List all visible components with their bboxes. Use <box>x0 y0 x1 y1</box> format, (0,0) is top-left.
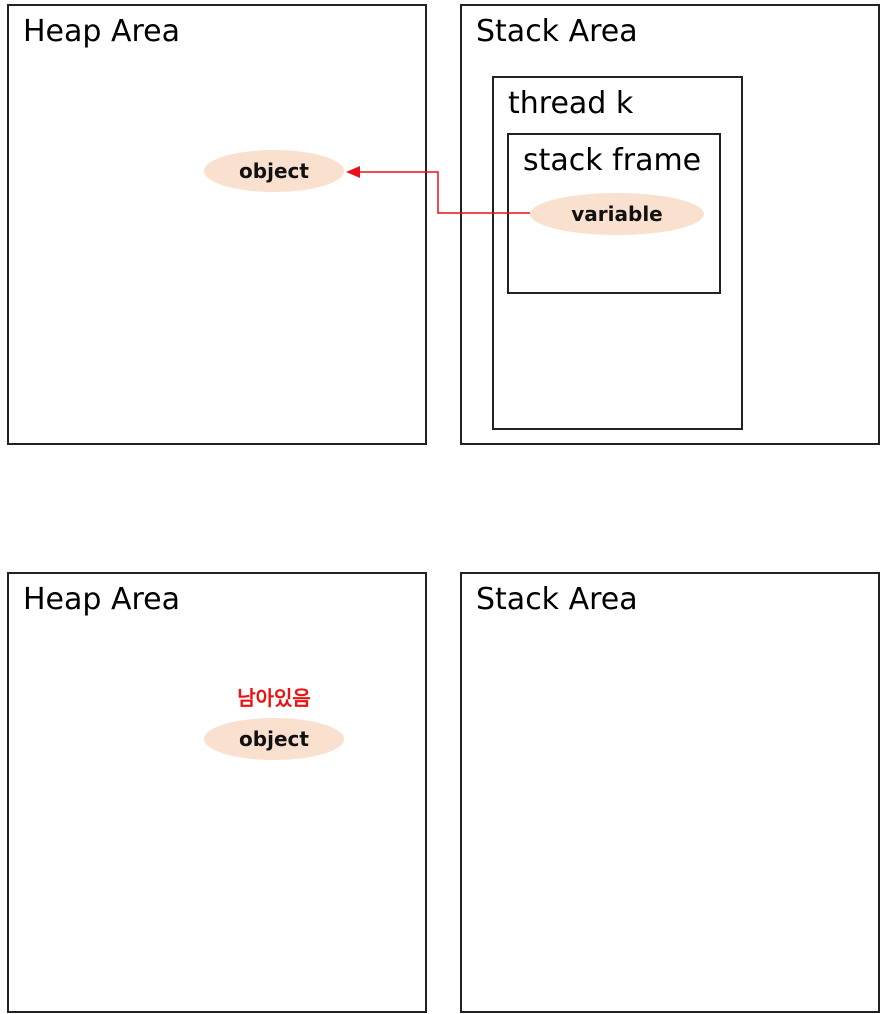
heap-area-top: Heap Area <box>7 4 427 445</box>
heap-area-bottom: Heap Area <box>7 572 427 1013</box>
variable-oval: variable <box>530 193 704 235</box>
object-oval-top: object <box>204 150 344 192</box>
stack-area-bottom: Stack Area <box>460 572 880 1013</box>
stack-area-title: Stack Area <box>476 582 638 617</box>
remains-note: 남아있음 <box>237 686 311 710</box>
thread-title: thread k <box>508 86 634 121</box>
stack-frame-title: stack frame <box>523 143 702 178</box>
heap-area-title: Heap Area <box>23 582 181 617</box>
heap-area-title: Heap Area <box>23 14 181 49</box>
stack-area-title: Stack Area <box>476 14 638 49</box>
object-oval-bottom: object <box>204 718 344 760</box>
